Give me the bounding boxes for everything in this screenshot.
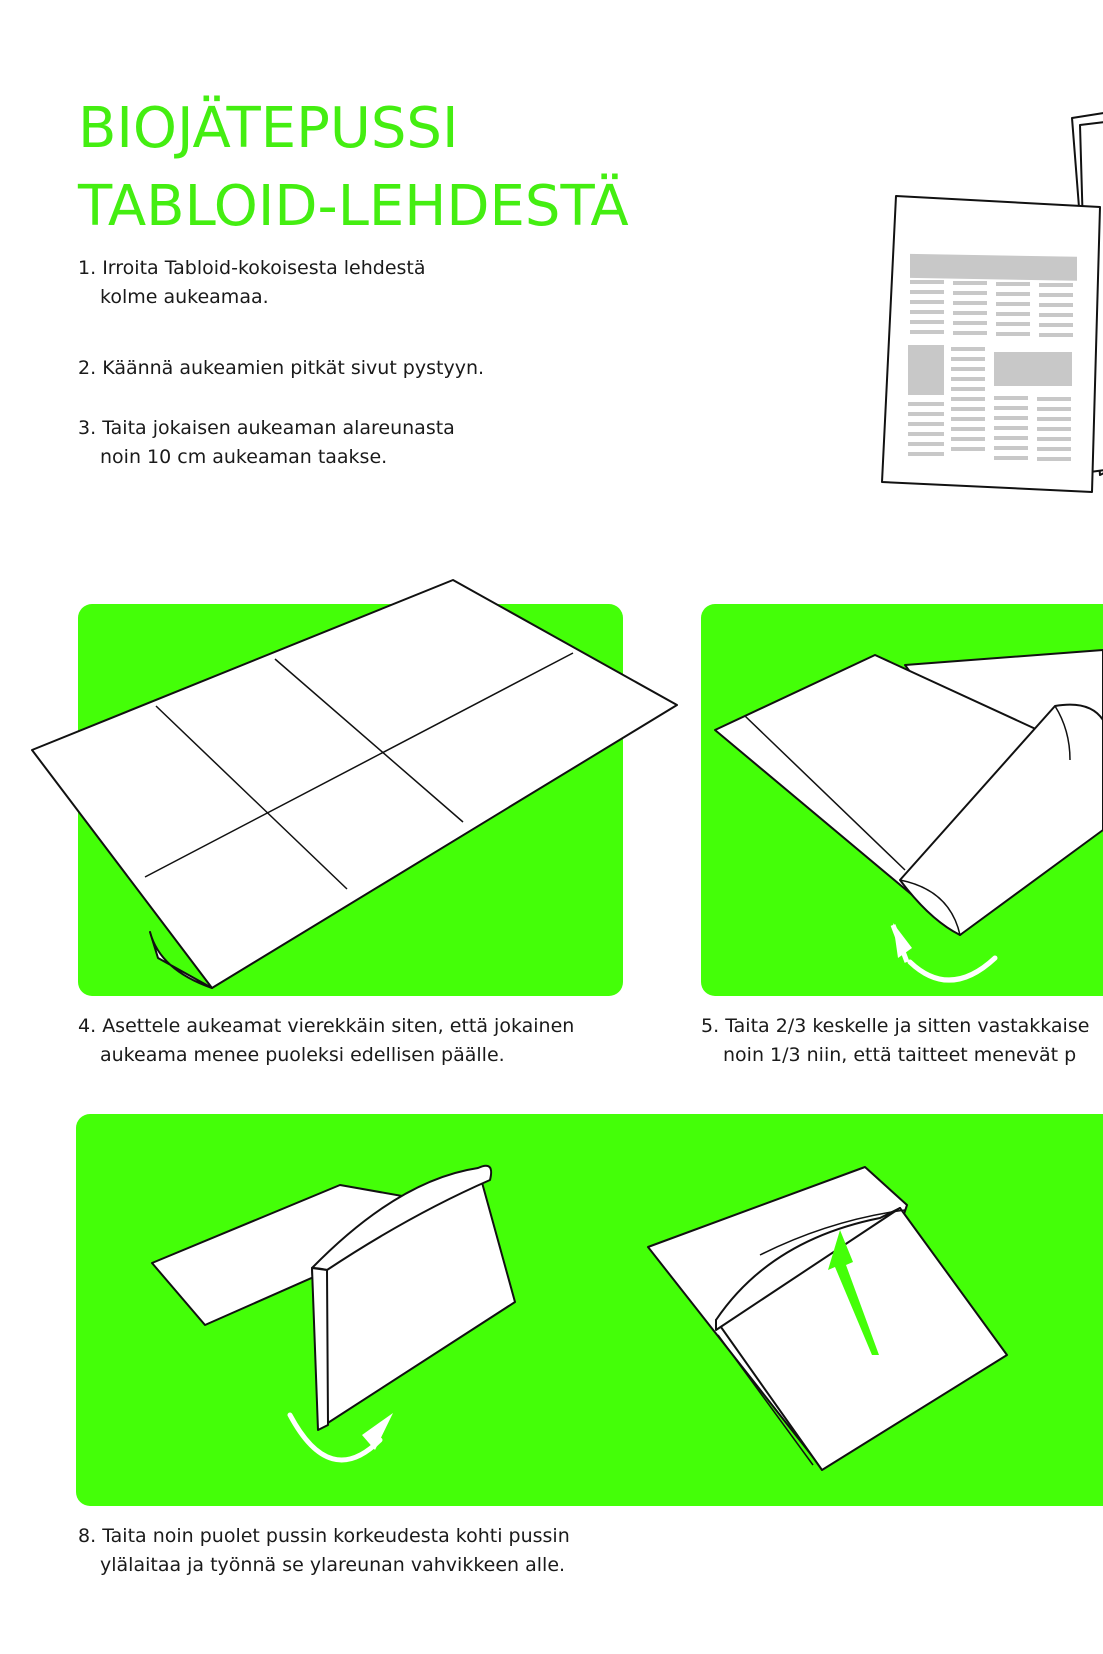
step-text-cont: noin 1/3 niin, että taitteet menevät p [723,1044,1077,1066]
step-text: Käännä aukeamien pitkät sivut pystyyn. [102,357,485,379]
step-number: 8. [78,1525,97,1547]
step-5: 5. Taita 2/3 keskelle ja sitten vastakka… [701,1012,1103,1070]
step-text-cont: noin 10 cm aukeaman taakse. [100,446,388,468]
title-line-2: TABLOID-LEHDESTÄ [78,174,629,239]
step-text: Taita jokaisen aukeaman alareunasta [102,417,455,439]
step-text-cont: ylälaitaa ja työnnä se ylareunan vahvikk… [100,1554,566,1576]
step-number: 3. [78,417,97,439]
step-text: Asettele aukeamat vierekkäin siten, että… [102,1015,575,1037]
title-line-1: BIOJÄTEPUSSI [78,96,459,161]
step-3: 3. Taita jokaisen aukeaman alareunasta n… [78,414,455,472]
step-text-cont: aukeama menee puoleksi edellisen päälle. [100,1044,505,1066]
step-text: Taita 2/3 keskelle ja sitten vastakkaise [725,1015,1090,1037]
step-8: 8. Taita noin puolet pussin korkeudesta … [78,1522,570,1580]
step-number: 2. [78,357,97,379]
step-text-cont: kolme aukeamaa. [100,286,269,308]
step-text: Irroita Tabloid-kokoisesta lehdestä [102,257,426,279]
step-number: 4. [78,1015,97,1037]
step-number: 1. [78,257,97,279]
step-text: Taita noin puolet pussin korkeudesta koh… [102,1525,570,1547]
step-number: 5. [701,1015,720,1037]
step-4: 4. Asettele aukeamat vierekkäin siten, e… [78,1012,574,1070]
page-title: BIOJÄTEPUSSI TABLOID-LEHDESTÄ [78,90,629,246]
step-2: 2. Käännä aukeamien pitkät sivut pystyyn… [78,354,484,383]
step-1: 1. Irroita Tabloid-kokoisesta lehdestä k… [78,254,426,312]
